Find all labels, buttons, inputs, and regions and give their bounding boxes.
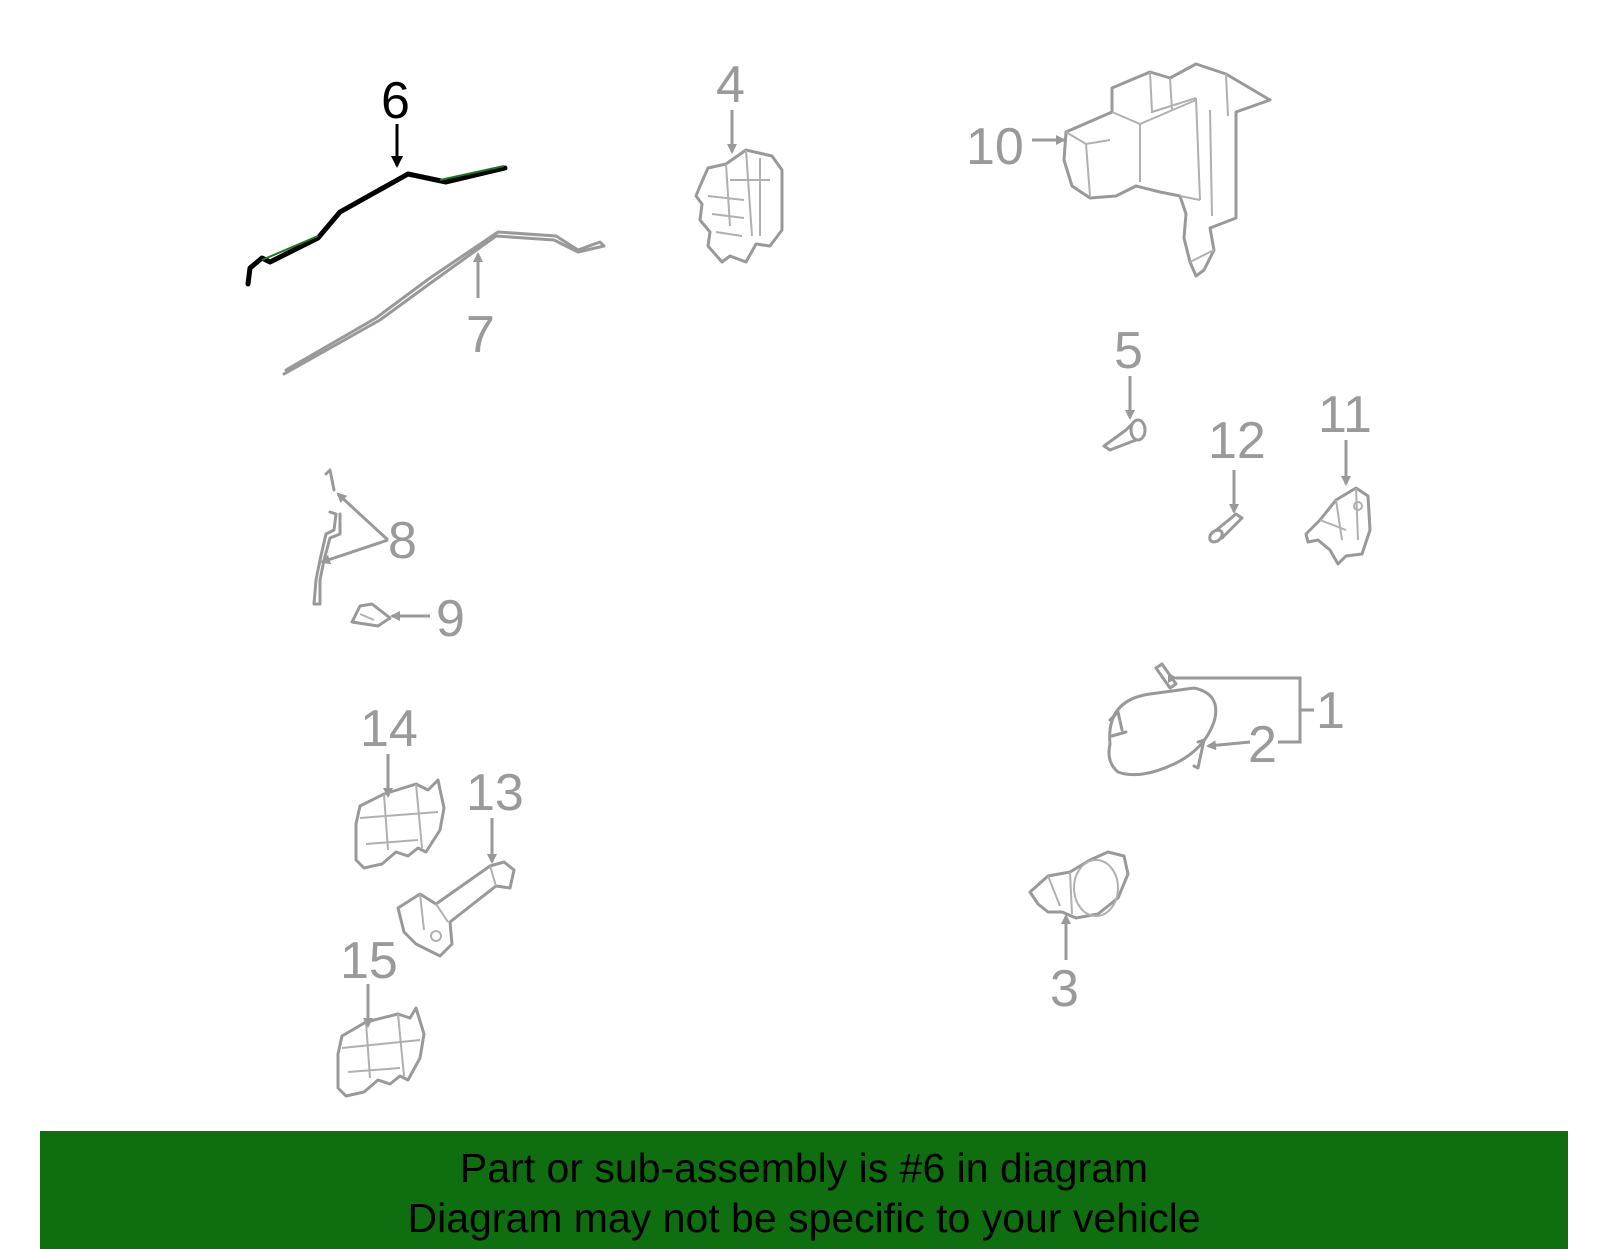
part-9-clip[interactable] [350, 602, 392, 628]
part-11-bracket[interactable] [1304, 486, 1372, 566]
info-banner: Part or sub-assembly is #6 in diagram Di… [40, 1131, 1568, 1249]
callout-11-label: 11 [1318, 386, 1372, 444]
part-3-inside-handle[interactable] [1028, 850, 1130, 920]
callout-2-label: 2 [1248, 716, 1277, 774]
part-10-actuator[interactable] [1062, 62, 1272, 278]
callout-12-label: 12 [1208, 412, 1266, 470]
part-12-screw[interactable] [1207, 512, 1244, 544]
banner-line-part: Part or sub-assembly is #6 in diagram [459, 1145, 1149, 1191]
callout-7-label: 7 [466, 306, 495, 364]
callout-2-leader [1206, 740, 1251, 751]
callout-8-leader-lower [320, 538, 389, 565]
callout-8-leader-upper [336, 492, 390, 542]
part-13-door-check[interactable] [396, 860, 516, 958]
callout-8-label: 8 [388, 512, 417, 570]
part-6-cable[interactable] [245, 165, 508, 287]
part-4-latch[interactable] [694, 148, 784, 264]
callout-13-label: 13 [466, 764, 524, 822]
part-14-hinge[interactable] [354, 778, 446, 870]
callout-9-label: 9 [436, 590, 465, 648]
callout-15-label: 15 [340, 932, 398, 990]
part-8-rod-clips[interactable] [312, 468, 342, 606]
callout-10-label: 10 [966, 118, 1024, 176]
callout-1-bracket [1176, 678, 1314, 744]
callout-1-label: 1 [1316, 682, 1345, 740]
callout-6-label: 6 [381, 72, 410, 130]
banner-line-disclaimer: Diagram may not be specific to your vehi… [407, 1195, 1201, 1241]
callout-4-label: 4 [716, 56, 745, 114]
part-15-hinge[interactable] [336, 1006, 426, 1098]
part-7-rod[interactable] [282, 230, 606, 376]
callout-14-label: 14 [360, 700, 418, 758]
part-5-clip[interactable] [1102, 418, 1147, 452]
part-2-handle-pad[interactable] [1192, 738, 1206, 770]
callout-5-label: 5 [1114, 322, 1143, 380]
callout-3-label: 3 [1050, 960, 1079, 1018]
